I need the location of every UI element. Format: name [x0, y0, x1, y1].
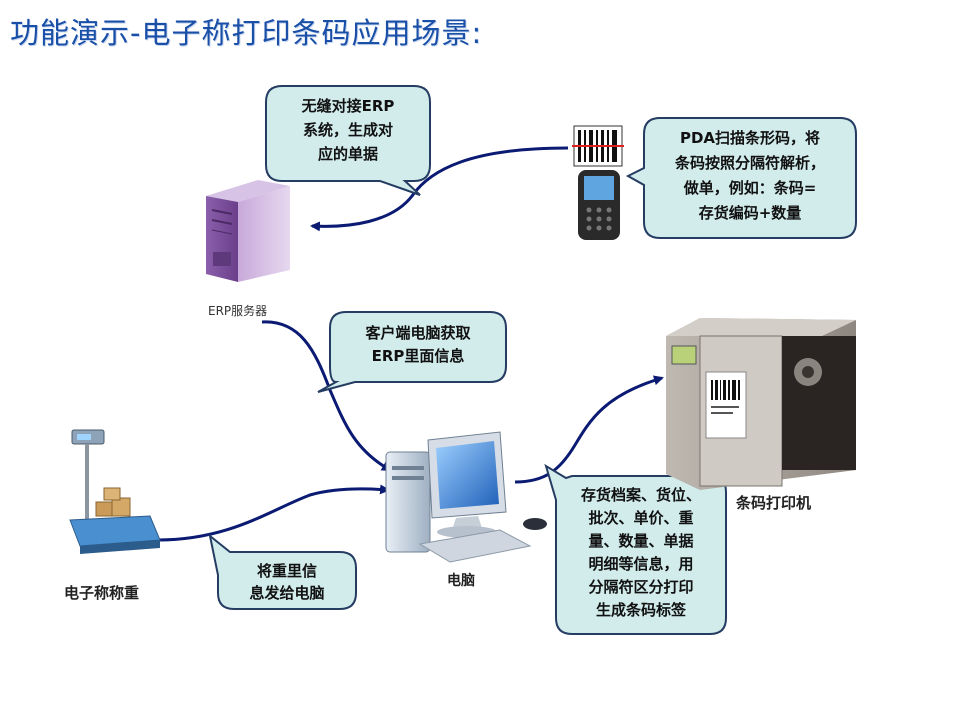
arrow-erp-to-computer	[261, 320, 392, 472]
bubble-pda-scan	[625, 117, 857, 239]
pda-scanner-icon	[572, 125, 624, 240]
bubble-print-info-text: 存货档案、货位、 批次、单价、重 量、数量、单据 明细等信息，用 分隔符区分打印…	[580, 486, 701, 619]
bubble-send-weight-text: 将重里信 息发给电脑	[249, 562, 325, 602]
erp-server-label: ERP服务器	[208, 304, 268, 318]
printer-label: 条码打印机	[736, 494, 812, 512]
erp-server-icon	[206, 180, 290, 282]
barcode-printer-icon	[666, 318, 856, 490]
arrow-computer-to-printer	[514, 375, 664, 484]
bubble-client-fetch	[317, 311, 507, 393]
computer-icon	[385, 431, 547, 563]
bubble-pda-scan-text: PDA扫描条形码，将 条码按照分隔符解析， 做单，例如：条码= 存货编码+数量	[674, 129, 825, 222]
bubble-erp-integration-text: 无缝对接ERP 系统，生成对 应的单据	[301, 97, 395, 163]
arrow-scale-to-computer	[157, 484, 390, 542]
bubble-send-weight	[208, 533, 357, 610]
slide-title: 功能演示-电子称打印条码应用场景:	[10, 16, 483, 50]
bubble-erp-integration	[265, 85, 431, 196]
scale-label: 电子称称重	[64, 584, 140, 602]
bubble-client-fetch-text: 客户端电脑获取 ERP里面信息	[365, 324, 471, 365]
computer-label: 电脑	[447, 573, 475, 589]
scale-icon	[69, 429, 161, 554]
